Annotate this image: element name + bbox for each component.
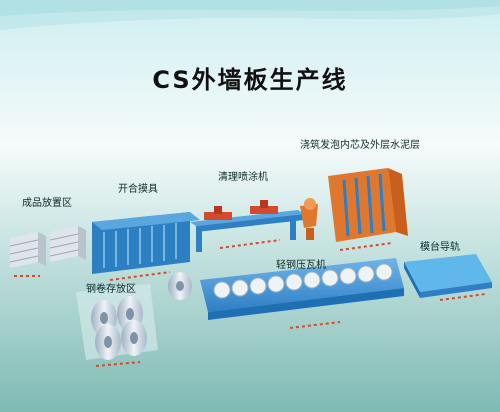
cleaning-spraying-machine: [190, 200, 304, 252]
pouring-foam-station: [328, 168, 408, 251]
mold-machine: [92, 212, 200, 281]
diagram-title: CS外墙板生产线: [152, 66, 348, 94]
finished-panel-stacks: [9, 226, 86, 277]
label-mold-open-close: 开合摸具: [118, 184, 158, 195]
label-coil-storage: 钢卷存放区: [86, 284, 136, 295]
steel-coil-storage: [76, 284, 158, 367]
mold-platform-rail: [404, 254, 492, 301]
roll-forming-machine: [168, 258, 404, 329]
label-finished-storage: 成品放置区: [22, 198, 72, 209]
label-pouring-foam: 浇筑发泡内芯及外层水泥层: [300, 140, 420, 151]
top-wave-2: [0, 0, 500, 16]
label-cleaning-spraying: 清理喷涂机: [218, 172, 268, 183]
label-roll-forming: 轻钢压瓦机: [276, 260, 326, 271]
label-mold-rail: 模台导轨: [420, 242, 460, 253]
foam-hopper: [300, 198, 318, 240]
